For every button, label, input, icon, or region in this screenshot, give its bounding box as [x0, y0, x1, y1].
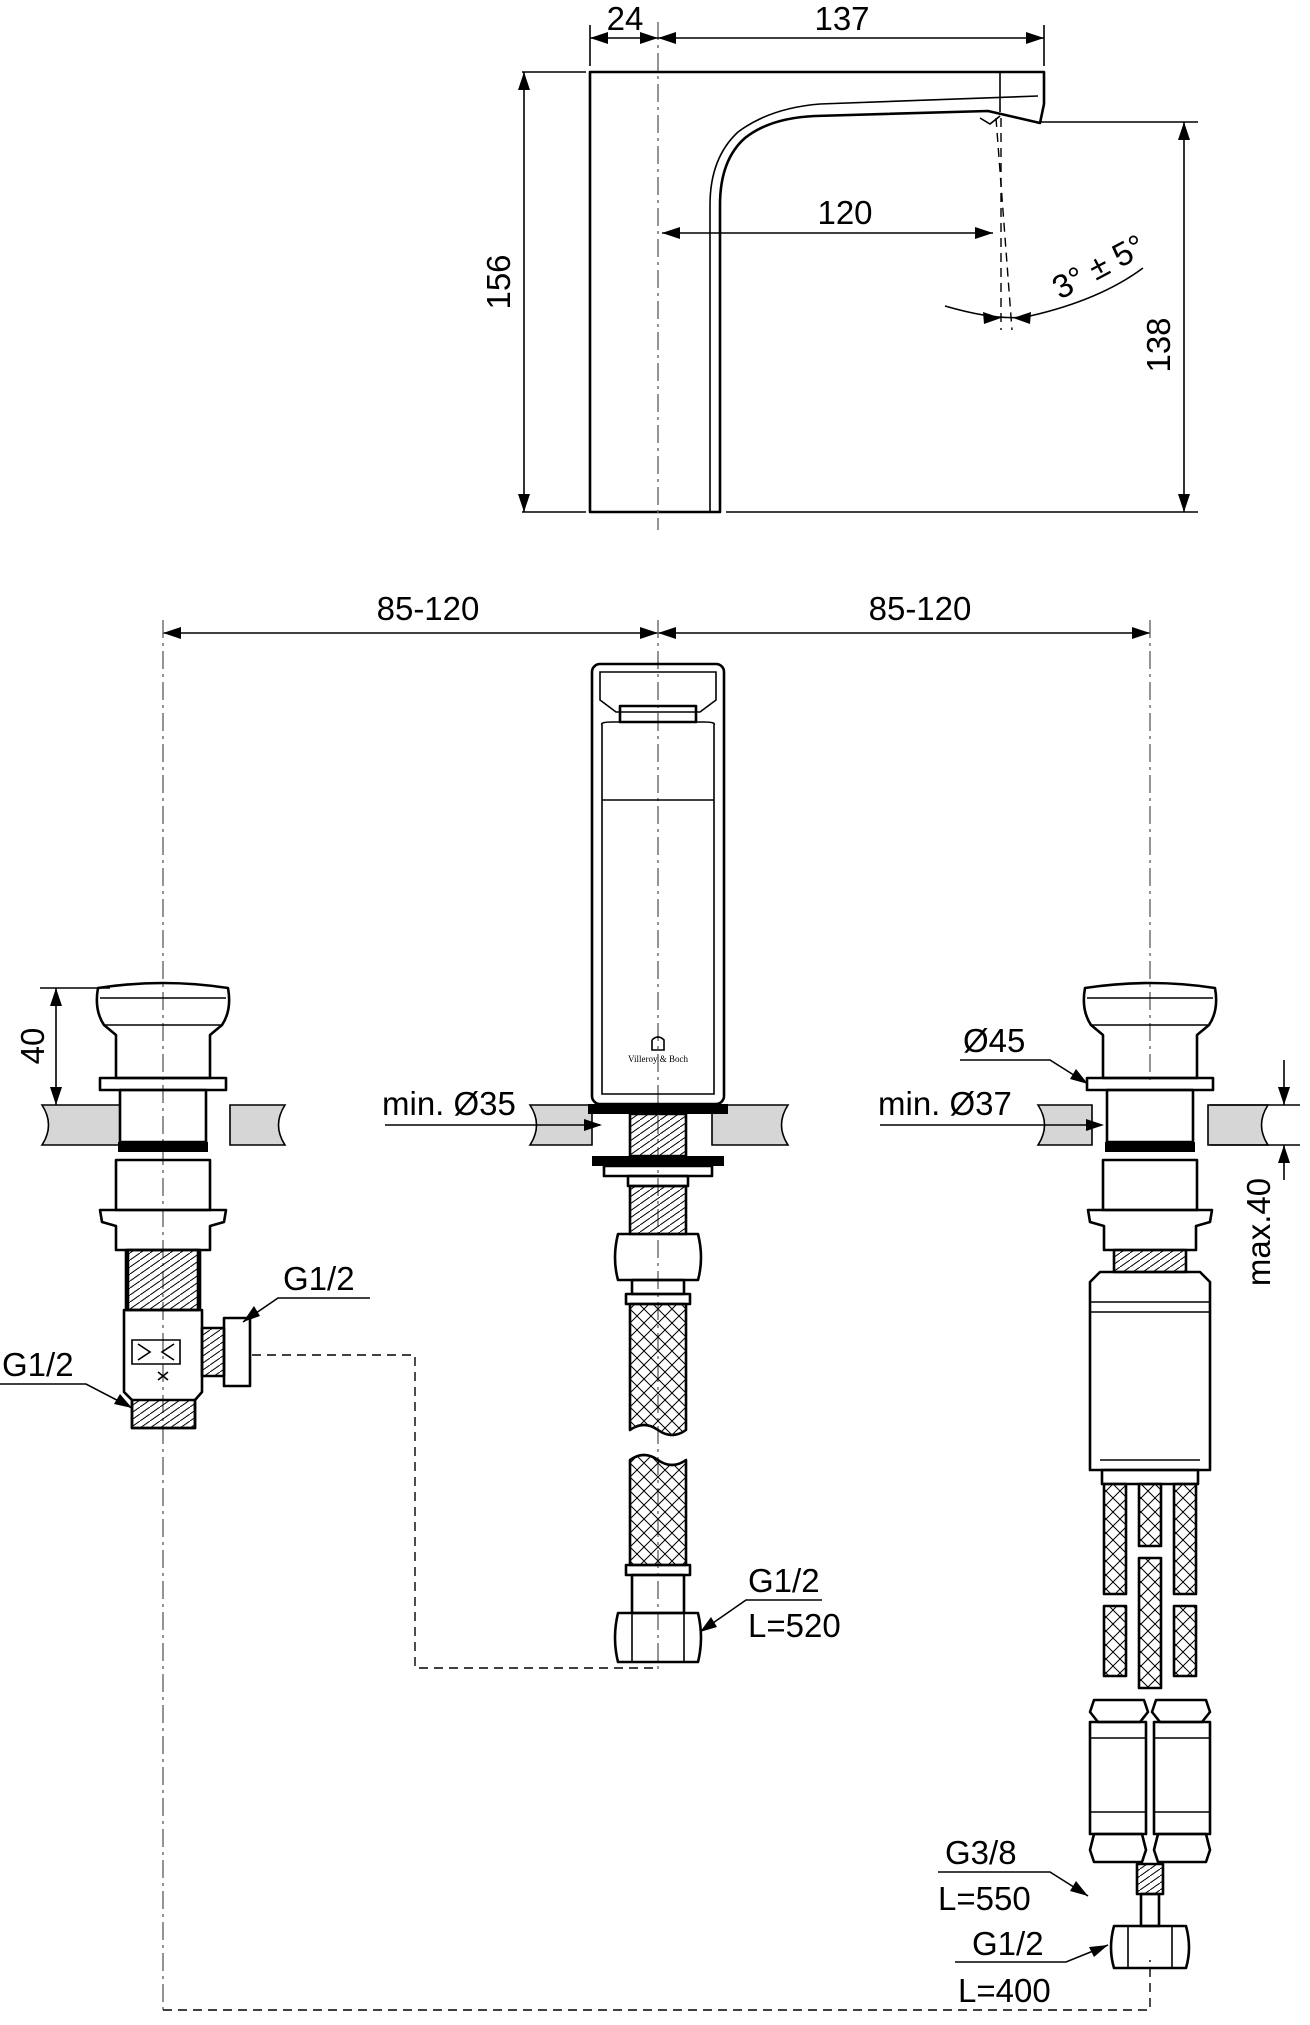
right-hose-length-a: L=550 [938, 1880, 1031, 1917]
front-view: 85-120 85-120 [0, 590, 1300, 2011]
right-max-deck: max.40 [1240, 1178, 1277, 1286]
spacing-right: 85-120 [869, 590, 972, 627]
spout-hose-braid-lower [628, 1453, 688, 1567]
left-valve-outlet [200, 1326, 226, 1378]
spout-hose-braid-upper [628, 1302, 688, 1437]
right-valve-handle [1082, 981, 1218, 1080]
dim-137: 137 [814, 0, 869, 37]
dim-138: 138 [1140, 317, 1177, 372]
left-inlet-thread: G1/2 [2, 1346, 74, 1383]
brand-label: Villeroy & Boch [628, 1054, 688, 1064]
dim-24: 24 [607, 0, 644, 37]
spout-front: Villeroy & Boch [588, 662, 728, 1664]
right-min-hole: min. Ø37 [878, 1085, 1012, 1122]
faucet-side-inner-line [709, 95, 1039, 512]
right-valve-lower-nut [1109, 1924, 1191, 1970]
faucet-side-outline [588, 70, 1046, 514]
hidden-connection-bottom [163, 1960, 1151, 2011]
spout-hose-length: L=520 [748, 1607, 841, 1644]
left-valve [95, 981, 252, 1430]
right-hose-thread-b: G1/2 [972, 1925, 1044, 1962]
right-hose-length-b: L=400 [958, 1972, 1051, 2009]
dim-120: 120 [817, 194, 872, 231]
left-valve-handle [95, 981, 231, 1080]
side-view: 24 137 120 156 138 3° ± 5° [480, 0, 1198, 530]
spout-hose-nut-top [613, 1232, 703, 1282]
right-valve-cartridge [1088, 1270, 1212, 1472]
right-rosette-diameter: Ø45 [963, 1022, 1025, 1059]
right-valve [1082, 981, 1218, 1970]
spacing-left: 85-120 [377, 590, 480, 627]
spout-hose-thread: G1/2 [748, 1562, 820, 1599]
left-outlet-thread: G1/2 [283, 1260, 355, 1297]
right-valve-hoses [1102, 1482, 1198, 1690]
dim-156: 156 [480, 254, 517, 309]
dim-40: 40 [14, 1028, 51, 1065]
hidden-connection-left [252, 1354, 658, 1669]
right-hose-thread-a: G3/8 [945, 1834, 1017, 1871]
spout-hose-nut-bottom [613, 1611, 703, 1664]
spout-min-hole: min. Ø35 [382, 1085, 516, 1122]
